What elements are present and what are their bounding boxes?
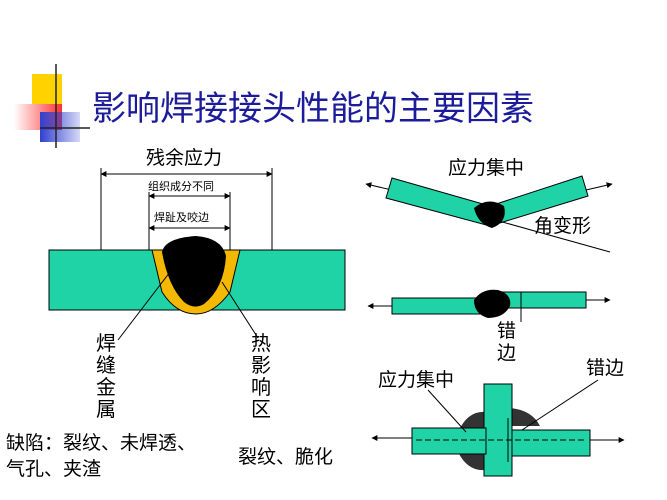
left-plate (385, 177, 491, 227)
stress-concentration-bottom-label: 应力集中 (378, 369, 454, 391)
weld-bead (162, 236, 226, 307)
haz-label: 热 影 响 区 (251, 331, 271, 421)
right-plate (511, 429, 591, 457)
weld-fillets (458, 408, 540, 471)
misalignment-label: 错边 (586, 357, 624, 379)
svg-text:属: 属 (96, 397, 116, 421)
angular-distortion-diagram: 应力集中 角变形 (365, 157, 613, 253)
residual-stress-label: 残余应力 (146, 147, 222, 169)
misalignment-butt-diagram: 错 边 (367, 289, 611, 364)
misalignment-vertical-label-2: 边 (497, 342, 516, 364)
vertical-plate (483, 383, 513, 477)
defects-label-line1: 缺陷：裂纹、未焊透、 (6, 432, 196, 454)
weld-metal-label: 焊 缝 金 属 (96, 331, 116, 421)
weld-bead (474, 289, 511, 318)
haz-defects-label: 裂纹、脆化 (238, 446, 333, 468)
left-plate (411, 427, 487, 455)
cruciform-joint-diagram: 应力集中 错边 (371, 357, 625, 477)
svg-text:响: 响 (251, 375, 271, 399)
page-title: 影响焊接接头性能的主要因素 (92, 89, 534, 129)
stress-concentration-top-label: 应力集中 (448, 157, 524, 179)
composition-label: 组织成分不同 (148, 179, 214, 193)
svg-text:区: 区 (251, 397, 271, 421)
butt-weld-diagram: 残余应力 组织成分不同 焊趾及咬边 焊 缝 金 属 热 影 响 区 缺陷：裂纹、… (6, 147, 346, 480)
svg-text:影: 影 (251, 353, 271, 377)
slide-logo (14, 64, 90, 148)
svg-text:热: 热 (251, 331, 271, 355)
svg-text:金: 金 (96, 375, 116, 399)
toe-undercut-label: 焊趾及咬边 (154, 210, 209, 224)
defects-label-line2: 气孔、夹渣 (6, 458, 101, 480)
svg-text:缝: 缝 (96, 353, 116, 377)
svg-text:焊: 焊 (96, 331, 116, 355)
weld-bead (474, 201, 505, 228)
misalignment-vertical-label-1: 错 (497, 320, 516, 342)
angular-distortion-label: 角变形 (534, 215, 591, 237)
